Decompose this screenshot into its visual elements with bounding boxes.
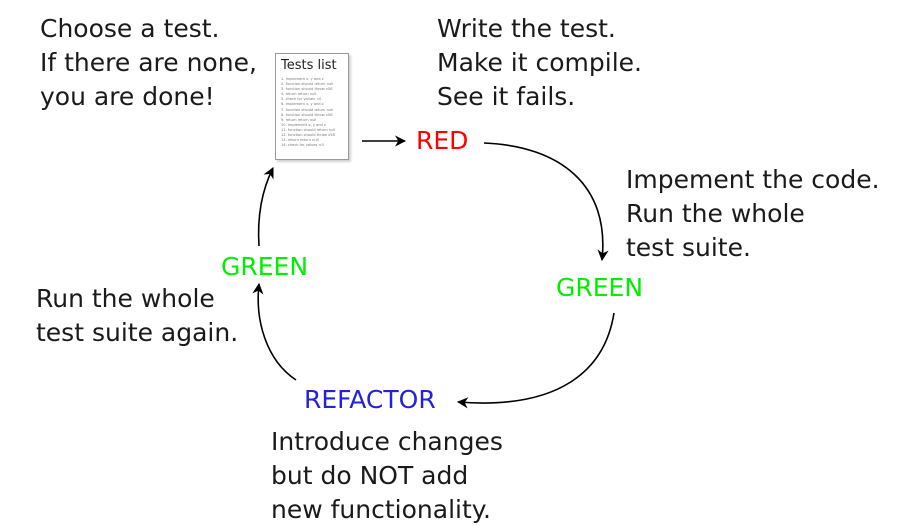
stage-green-left: GREEN — [221, 252, 309, 281]
note-line: Introduce changes — [271, 427, 503, 456]
list-item: 2. function should return null — [281, 82, 334, 87]
list-item: 13. return return null — [281, 138, 319, 143]
note-line: you are done! — [40, 82, 215, 111]
arrow-green-to-refactor — [456, 312, 615, 409]
stage-refactor: REFACTOR — [304, 385, 436, 414]
list-item: 1. implement x, y and z — [281, 77, 324, 81]
note-line: test suite. — [626, 233, 751, 262]
note-line: Impement the code. — [626, 165, 880, 194]
note-line: Run the whole — [36, 284, 215, 313]
list-item: 5. check for values <0 — [281, 97, 322, 102]
note-line: See it fails. — [437, 82, 576, 111]
note-line: If there are none, — [40, 48, 257, 77]
note-implement-code: Impement the code. Run the whole test su… — [626, 163, 880, 265]
note-choose-test: Choose a test. If there are none, you ar… — [40, 12, 257, 114]
note-run-suite-again: Run the whole test suite again. — [36, 282, 238, 350]
note-line: but do NOT add — [271, 461, 469, 490]
list-item: 3. function should throw x58 — [281, 87, 333, 92]
note-refactor: Introduce changes but do NOT add new fun… — [271, 425, 503, 527]
list-item: 10. implement x, y and z — [281, 122, 326, 127]
note-line: Write the test. — [437, 14, 616, 43]
note-line: new functionality. — [271, 495, 491, 524]
note-line: test suite again. — [36, 318, 239, 347]
arrow-refactor-to-green — [252, 282, 297, 381]
note-line: Run the whole — [626, 199, 805, 228]
list-item: 9. return return null — [281, 117, 317, 122]
stage-red: RED — [416, 126, 469, 155]
note-write-test: Write the test. Make it compile. See it … — [437, 12, 642, 114]
list-item: 4. return return null — [281, 92, 317, 97]
list-item: 7. function should return null — [281, 107, 334, 112]
note-line: Choose a test. — [40, 14, 220, 43]
list-item: 12. function should throw x58 — [281, 133, 335, 138]
tests-list-title: Tests list — [281, 58, 337, 73]
note-line: Make it compile. — [437, 48, 642, 77]
arrow-green-to-list — [257, 166, 274, 247]
list-item: 11. function should return null — [281, 127, 336, 132]
list-item: 6. implement x, y and z — [281, 102, 324, 107]
list-item: 8. function should throw x58 — [281, 112, 333, 117]
arrow-red-to-green — [483, 142, 609, 262]
list-item: 14. check for values <0 — [281, 143, 324, 148]
stage-green-right: GREEN — [556, 273, 644, 302]
